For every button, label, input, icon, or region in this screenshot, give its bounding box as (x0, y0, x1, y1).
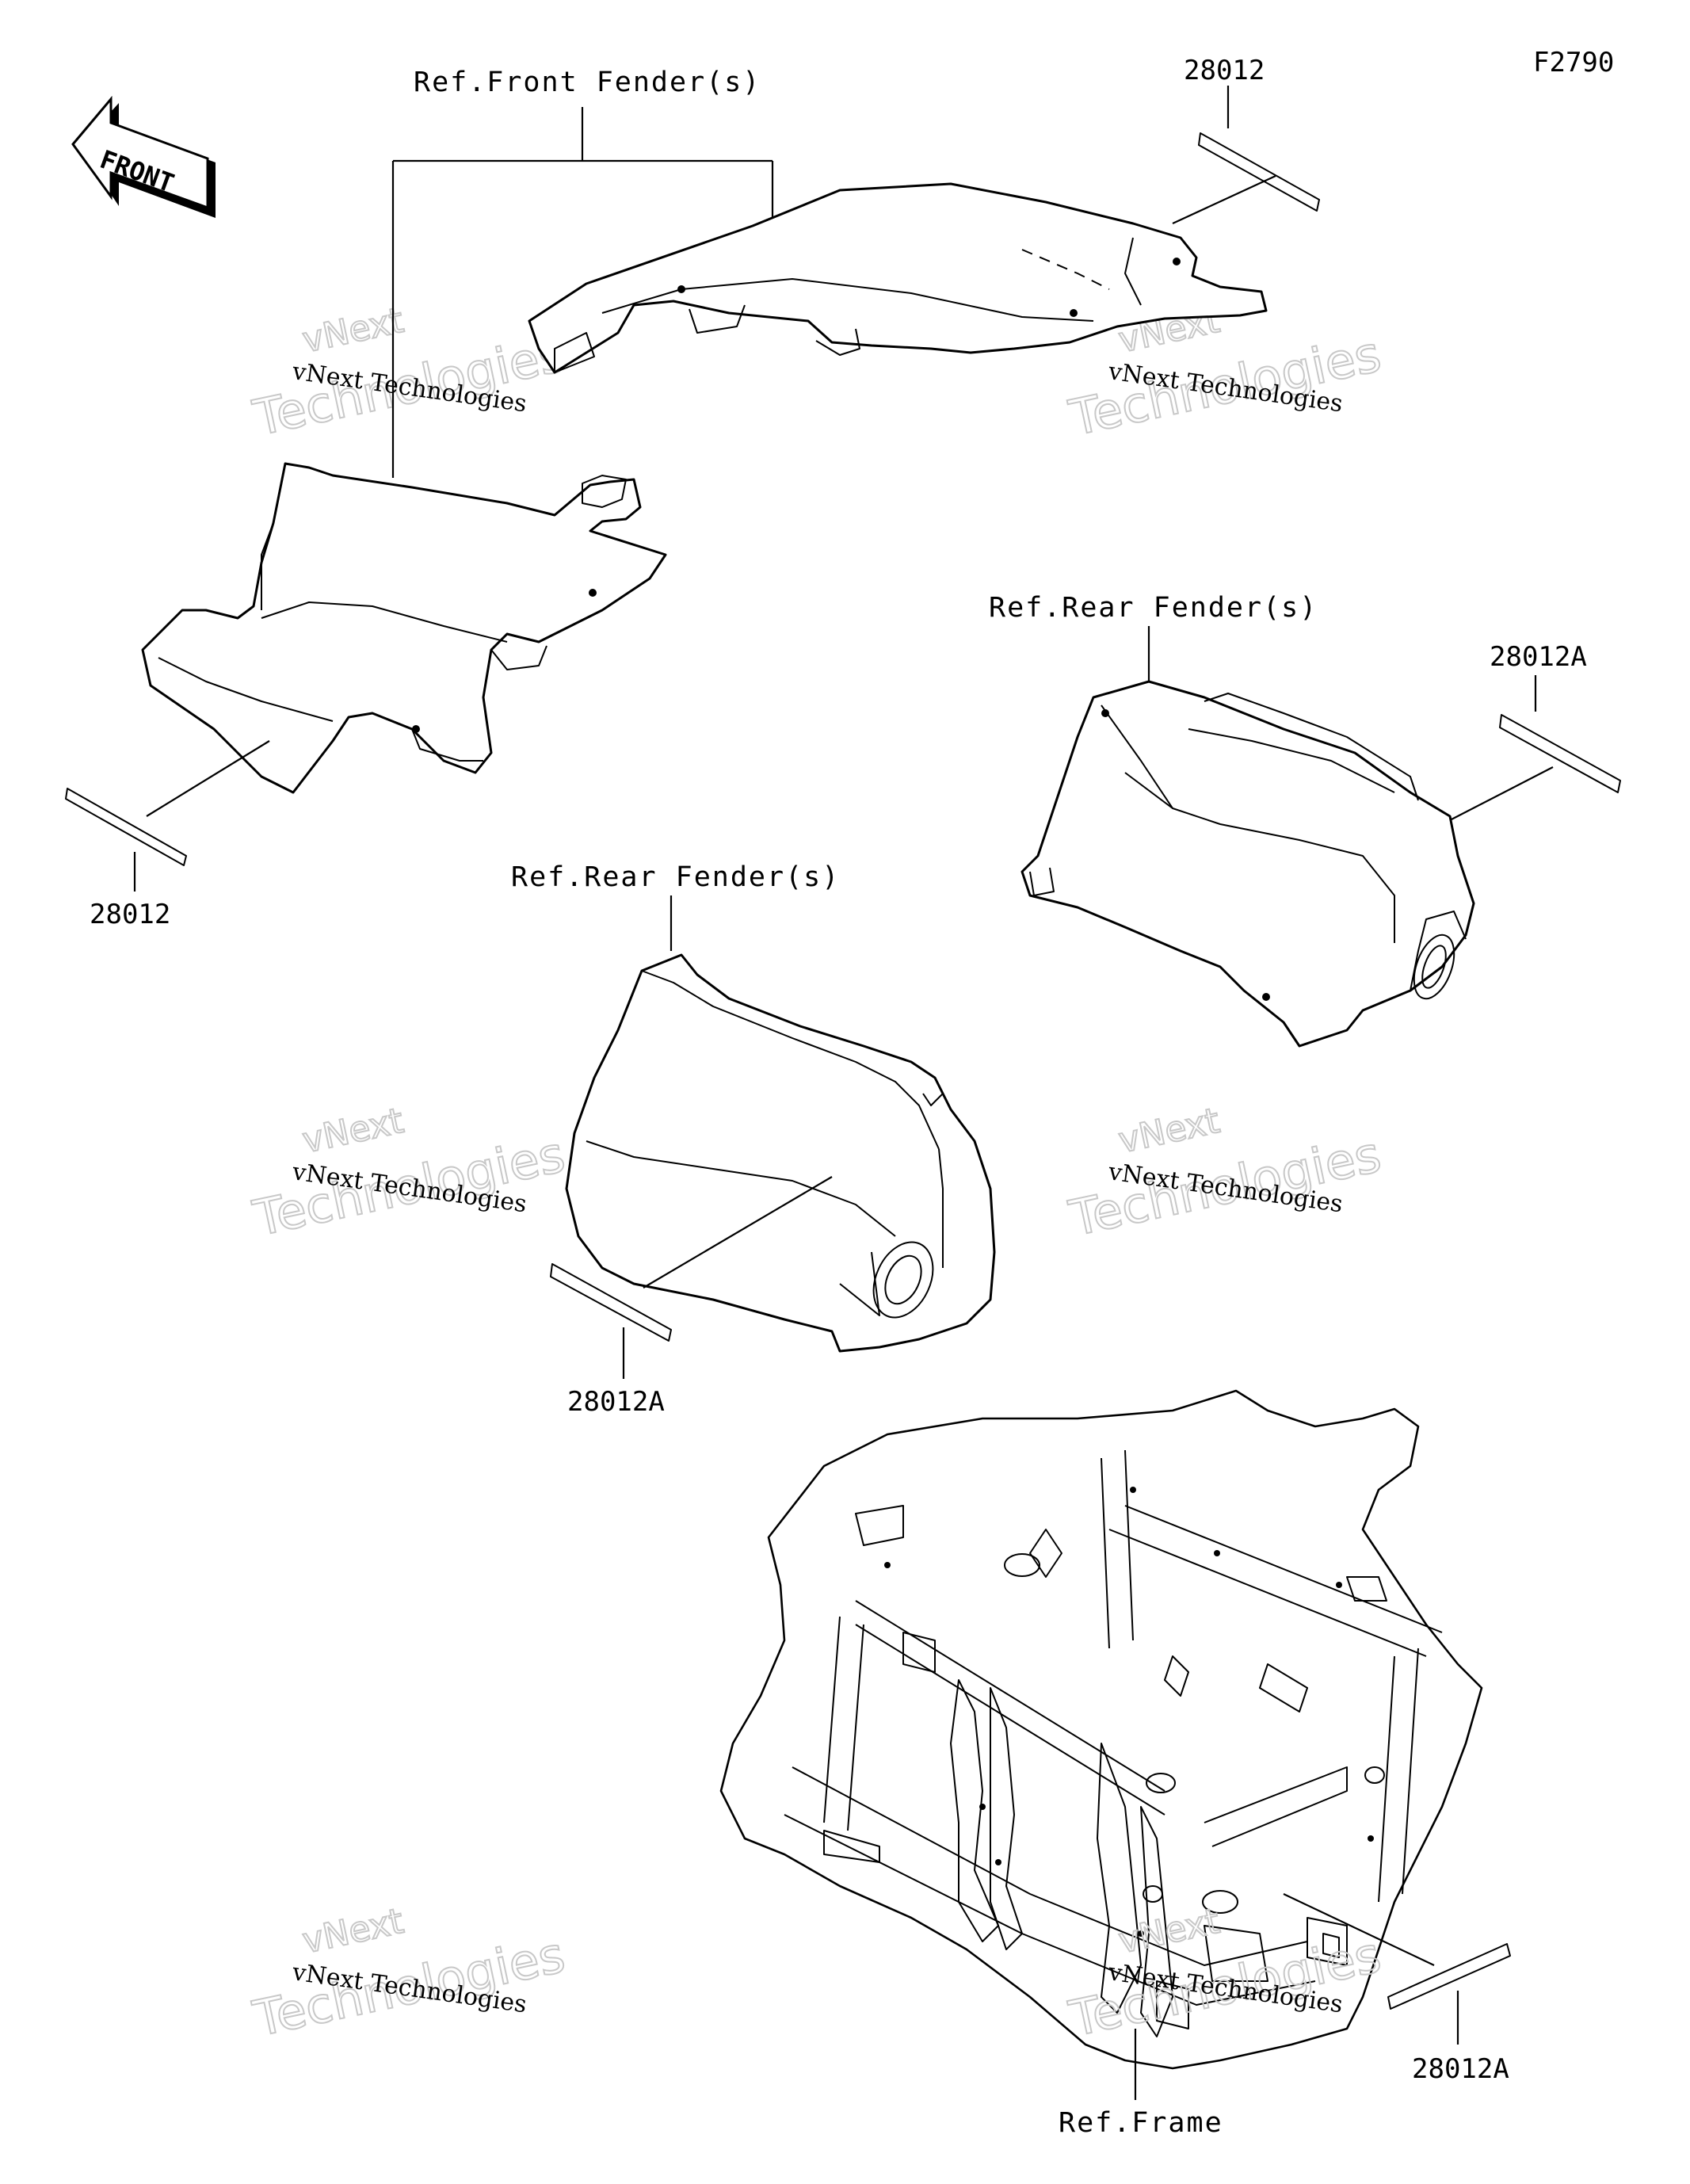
front-fender-right-part (528, 182, 1268, 374)
diagram-id: F2790 (1533, 47, 1614, 78)
callout-rear-fender-ref-center: Ref.Rear Fender(s) (511, 861, 840, 893)
callout-front-fender-ref: Ref.Front Fender(s) (414, 67, 761, 98)
front-direction-arrow-icon: FRONT (71, 95, 216, 218)
front-fender-left-part (141, 462, 667, 794)
part-label-28012a-right: 28012A (1490, 641, 1587, 673)
part-label-28012a-center: 28012A (567, 1386, 665, 1418)
callout-frame-ref: Ref.Frame (1059, 2107, 1223, 2139)
callout-rear-fender-ref-right: Ref.Rear Fender(s) (989, 592, 1318, 624)
leader-front-fender (391, 107, 774, 478)
watermark-brand-small: vNext (299, 1901, 406, 1962)
frame-part (719, 1389, 1483, 2070)
watermark-brand-small: vNext (1115, 1101, 1223, 1162)
rear-fender-right-part (1020, 680, 1475, 1048)
leader-28012a-bottom-to-part (1283, 1893, 1435, 1966)
leader-28012-left-to-part (146, 740, 270, 817)
part-label-28012a-bottom: 28012A (1412, 2053, 1509, 2085)
label-sticker-28012-top (1198, 132, 1320, 212)
part-label-28012-top: 28012 (1184, 55, 1265, 86)
label-sticker-28012a-right (1499, 714, 1621, 793)
leader-28012a-center-to-part (643, 1176, 833, 1289)
label-sticker-28012-left (65, 788, 187, 866)
watermark-brand-small: vNext (299, 1101, 406, 1162)
rear-fender-center-part (565, 953, 996, 1353)
leader-28012a-right-to-part (1449, 766, 1554, 821)
watermark-brand-small: vNext (299, 300, 406, 361)
label-sticker-28012a-center (550, 1263, 672, 1342)
part-label-28012-left: 28012 (90, 899, 170, 930)
leader-28012-top-to-part (1172, 175, 1276, 224)
label-sticker-28012a-bottom (1387, 1943, 1511, 2010)
